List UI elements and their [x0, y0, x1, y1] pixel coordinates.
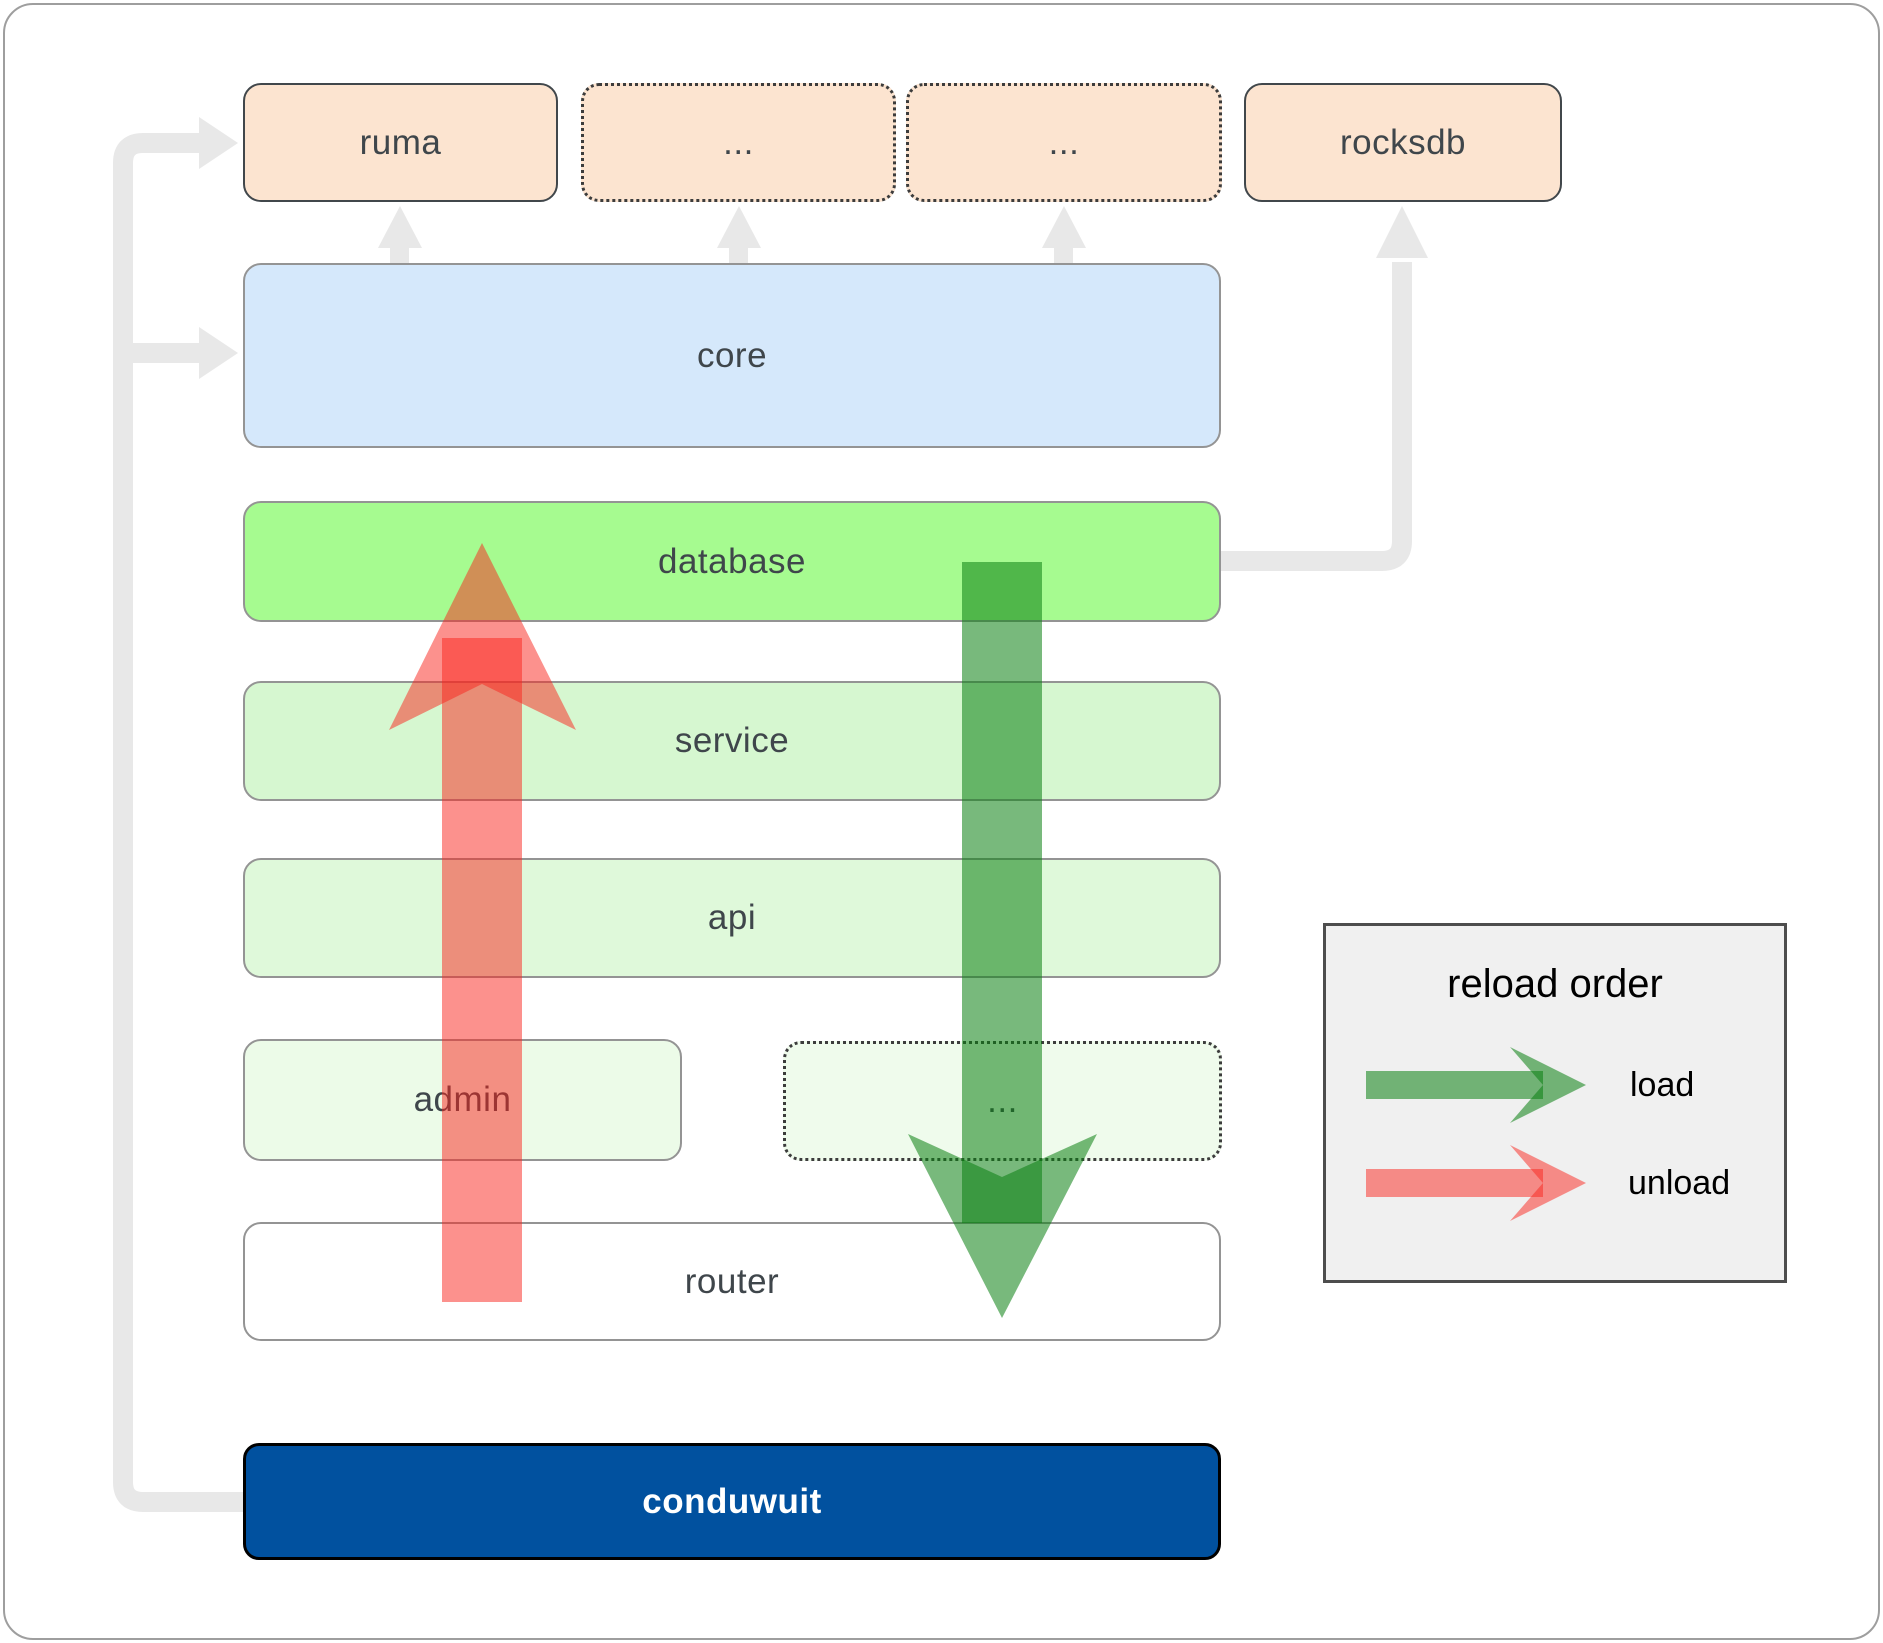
node-rocksdb-label: rocksdb — [1339, 122, 1467, 162]
node-router-label: router — [684, 1261, 780, 1301]
core-to-ellipsis1-arrowhead — [717, 206, 761, 248]
node-api: api — [243, 858, 1221, 978]
legend-item-unload: unload — [1628, 1164, 1731, 1202]
node-service-label: service — [674, 721, 790, 760]
node-core: core — [243, 263, 1221, 448]
legend-load-arrowhead — [1510, 1047, 1586, 1123]
node-ellipsis-2: ... — [906, 83, 1222, 202]
node-rocksdb: rocksdb — [1244, 83, 1562, 202]
core-to-ellipsis2-arrowhead — [1042, 206, 1086, 248]
core-to-ruma-arrowhead — [378, 206, 422, 248]
node-admin: admin — [243, 1039, 682, 1161]
node-core-label: core — [696, 335, 768, 375]
legend-unload-arrow-shaft — [1366, 1169, 1543, 1197]
arrowhead-into-ruma — [199, 117, 238, 169]
node-conduwuit: conduwuit — [243, 1443, 1221, 1560]
node-admin-label: admin — [413, 1080, 512, 1119]
node-database-label: database — [657, 541, 807, 581]
node-ellipsis-1-label: ... — [723, 122, 754, 162]
node-ellipsis-3: ... — [783, 1041, 1222, 1161]
legend-arrows — [1366, 1047, 1586, 1221]
node-service: service — [243, 681, 1221, 801]
legend-unload-arrow — [1366, 1145, 1586, 1221]
node-api-label: api — [707, 898, 757, 937]
database-to-rocksdb-connector — [1221, 262, 1412, 571]
node-ellipsis-1: ... — [581, 83, 896, 202]
legend-item-load: load — [1630, 1066, 1695, 1104]
conduwuit-to-ruma-connector — [113, 133, 243, 1512]
node-router: router — [243, 1222, 1221, 1341]
core-to-ellipsis2-arrow-shaft — [1054, 246, 1073, 264]
node-database: database — [243, 501, 1221, 622]
legend-load-arrow-shaft — [1366, 1071, 1543, 1099]
legend-title: reload order — [1447, 962, 1663, 1006]
core-to-ruma-arrow-shaft — [390, 246, 409, 264]
node-conduwuit-label: conduwuit — [642, 1481, 822, 1521]
arrowhead-into-rocksdb — [1376, 206, 1428, 258]
arrowhead-into-core — [199, 327, 238, 379]
node-ruma-label: ruma — [359, 122, 442, 162]
node-ruma: ruma — [243, 83, 558, 202]
legend-unload-arrowhead — [1510, 1145, 1586, 1221]
node-ellipsis-2-label: ... — [1048, 122, 1080, 162]
legend-load-arrow — [1366, 1047, 1586, 1123]
node-ellipsis-3-label: ... — [987, 1081, 1018, 1120]
legend: reload order load unload — [1323, 923, 1787, 1283]
core-to-ellipsis1-arrow-shaft — [729, 246, 748, 264]
